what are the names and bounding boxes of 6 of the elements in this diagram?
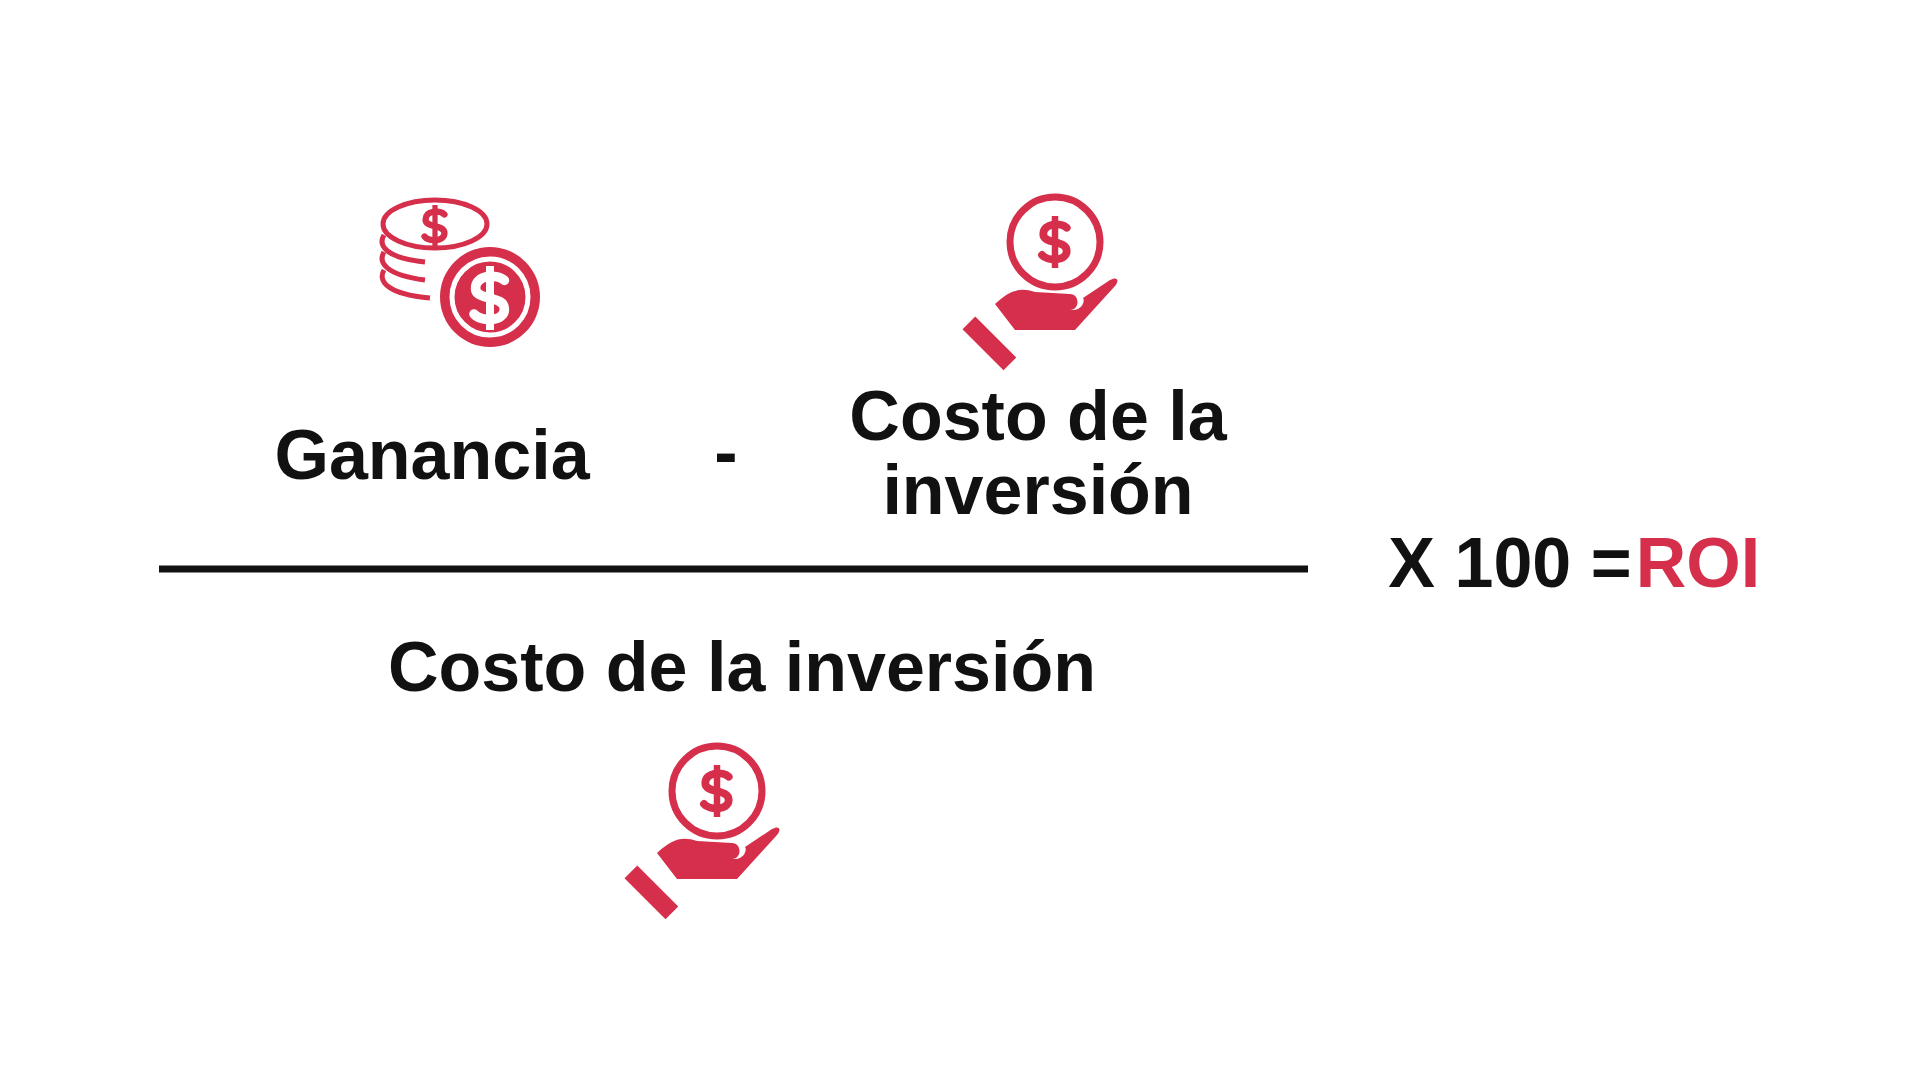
numerator-term: Costo de la inversión xyxy=(848,379,1228,527)
numerator-term: Ganancia xyxy=(274,418,590,492)
denominator-term: Costo de la inversión xyxy=(388,630,1096,704)
multiplier-text: X 100 = xyxy=(1388,526,1632,600)
minus-sign: - xyxy=(714,415,738,489)
result-text: ROI xyxy=(1635,526,1761,600)
